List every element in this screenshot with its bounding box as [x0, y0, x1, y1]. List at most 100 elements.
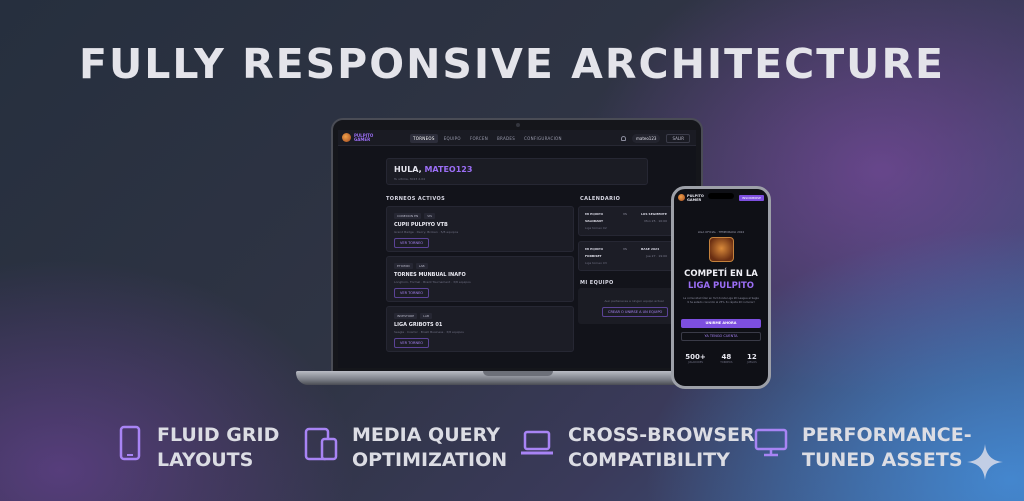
bell-icon[interactable] — [620, 136, 626, 141]
create-team-button[interactable]: CREAR O UNIRSE A UN EQUIPO — [602, 307, 669, 317]
tournament-badge: INVESTORE — [394, 313, 418, 319]
feature-fluid-grid: FLUID GRID LAYOUTS — [117, 423, 279, 473]
feature-line-2: COMPATIBILITY — [568, 449, 730, 471]
logout-button[interactable]: SALIR — [666, 134, 690, 143]
match-vs: VS — [623, 212, 627, 216]
laptop-base — [296, 371, 738, 385]
headline: FULLY RESPONSIVE ARCHITECTURE — [78, 40, 946, 88]
tournament-badge: ETIOMID — [394, 263, 413, 269]
phone-header: PULPITO GAMER INSCRIBIRSE — [674, 189, 768, 204]
calendar-match-card[interactable]: MI EQUIPO VS LOS SEGMENTE VALORANT Mon 2… — [578, 206, 674, 236]
stat-value: 500+ — [685, 353, 706, 361]
match-game: FORBISET — [585, 254, 602, 258]
stat-value: 12 — [746, 353, 757, 361]
phone-brand-line-2: GAMER — [687, 197, 702, 202]
match-team-right: BASE 2024 — [641, 247, 660, 251]
tournament-meta: Seagle · Cosmic · Brazil Business · 3/8 … — [394, 330, 464, 334]
tournament-name: CUPII PULPIYO VTB — [394, 222, 448, 228]
match-team-left: MI EQUIPO — [585, 247, 604, 251]
top-nav: PULPITO GAMER TORNEOS EQUIPO FORCEN BRAD… — [338, 130, 696, 146]
phone-mockup: PULPITO GAMER INSCRIBIRSE LIGA OFICIAL ·… — [671, 186, 771, 389]
tournament-badge: LAB — [415, 263, 428, 269]
signup-top-button[interactable]: INSCRIBIRSE — [739, 195, 764, 201]
laptop-screen: PULPITO GAMER TORNEOS EQUIPO FORCEN BRAD… — [338, 130, 696, 368]
have-account-button[interactable]: YA TENGO CUENTA — [681, 332, 761, 341]
join-now-button[interactable]: UNIRME AHORA — [681, 319, 761, 328]
feature-line-1: FLUID GRID — [157, 424, 280, 446]
greeting-name: MATEO123 — [424, 165, 473, 174]
view-tournament-button[interactable]: VER TORNEO — [394, 338, 430, 348]
match-league: Liga torneo 03 — [585, 261, 607, 265]
team-empty-text: Aun perteneces a ningun equipo actual — [604, 299, 664, 303]
greeting-prefix: HULA, — [394, 165, 422, 174]
greeting: HULA, MATEO123 — [394, 165, 472, 174]
view-tournament-button[interactable]: VER TORNEO — [394, 238, 430, 248]
section-calendar-title: CALENDARIO — [580, 196, 621, 202]
league-emblem-icon — [709, 237, 734, 262]
nav-configuracion[interactable]: CONFIGURACION — [524, 136, 562, 141]
logo-icon — [678, 194, 685, 201]
tournament-meta: Grand Badge · Decry, Broken · 5/8 equipo… — [394, 230, 459, 234]
phone-brand-line-1: PULPITO — [687, 194, 704, 198]
greeting-sub: Tu ultima, 3023 d-04 — [394, 177, 426, 181]
match-game: VALORANT — [585, 219, 603, 223]
brand-line-2: GAMER — [354, 136, 371, 142]
match-date: Jue 27 · 19:00 — [646, 254, 667, 258]
nav-torneos[interactable]: TORNEOS — [410, 134, 438, 143]
nav-links: TORNEOS EQUIPO FORCEN BRADES CONFIGURACI… — [410, 134, 565, 143]
stat-item: 12 JUEGOS — [747, 353, 757, 364]
phone-icon — [117, 423, 143, 463]
feature-line-2: LAYOUTS — [157, 449, 254, 471]
tournament-meta: Longhorn, Formal · Brazil Tournament · 3… — [394, 280, 471, 284]
hero-description: La comunidad líder en 3v3 donde Liga 2D … — [683, 297, 759, 304]
brand[interactable]: PULPITO GAMER — [342, 133, 373, 142]
calendar-match-card[interactable]: MI EQUIPO VS BASE 2024 FORBISET Jue 27 ·… — [578, 241, 674, 271]
monitor-icon — [754, 423, 788, 463]
hero-tag: LIGA OFICIAL · TEMPORADA 2024 — [697, 230, 745, 234]
feature-line-2: OPTIMIZATION — [352, 449, 508, 471]
feature-media-query: MEDIA QUERY OPTIMIZATION — [304, 423, 507, 473]
tournament-badge: VIS — [424, 213, 436, 219]
match-vs: VS — [623, 247, 627, 251]
hero-title-line-1: COMPETÍ EN LA — [684, 269, 758, 279]
laptop-trackpad-notch — [483, 371, 553, 376]
tournament-name: LIGA GRIBOTS 01 — [394, 322, 443, 328]
feature-line-1: PERFORMANCE- — [802, 424, 972, 446]
feature-line-2: TUNED ASSETS — [802, 449, 963, 471]
laptop-icon — [520, 423, 554, 463]
tablet-phone-icon — [304, 423, 338, 463]
match-team-right: LOS SEGMENTE — [641, 212, 667, 216]
logo-icon — [342, 133, 351, 142]
view-tournament-button[interactable]: VER TORNEO — [394, 288, 430, 298]
section-team-title: MI EQUIPO — [580, 280, 614, 286]
feature-cross-browser: CROSS-BROWSER COMPATIBILITY — [520, 423, 755, 473]
stat-label: JUEGOS — [747, 361, 757, 364]
section-tournaments-title: TORNEOS ACTIVOS — [386, 196, 446, 202]
laptop-camera — [516, 123, 520, 127]
phone-notch — [708, 193, 734, 199]
stat-item: 500+ JUGADORES — [685, 353, 705, 364]
greeting-card: HULA, MATEO123 Tu ultima, 3023 d-04 — [386, 158, 648, 185]
stat-item: 48 TORNEOS — [720, 353, 732, 364]
nav-brades[interactable]: BRADES — [497, 136, 516, 141]
tournament-badge: LAB — [420, 313, 433, 319]
feature-line-1: MEDIA QUERY — [352, 424, 500, 446]
stat-label: TORNEOS — [720, 361, 733, 364]
tournament-name: TORNES MUNBUAL INAFO — [394, 272, 466, 278]
stat-value: 48 — [721, 353, 732, 361]
brand-line-1: PULPITO — [354, 132, 374, 138]
nav-equipo[interactable]: EQUIPO — [443, 136, 461, 141]
stats-row: 500+ JUGADORES 48 TORNEOS 12 JUEGOS — [678, 353, 764, 364]
match-date: Mon 25 · 10:00 — [644, 219, 667, 223]
nav-forcen[interactable]: FORCEN — [469, 136, 488, 141]
user-menu[interactable]: mateo123 — [631, 134, 661, 143]
stat-label: JUGADORES — [687, 361, 703, 364]
hero-title-line-2: LIGA PULPITO — [687, 281, 755, 291]
feature-performance: PERFORMANCE- TUNED ASSETS — [754, 423, 972, 473]
match-team-left: MI EQUIPO — [585, 212, 604, 216]
match-league: Liga torneo 02 — [585, 226, 607, 230]
sparkle-icon — [967, 444, 1003, 480]
